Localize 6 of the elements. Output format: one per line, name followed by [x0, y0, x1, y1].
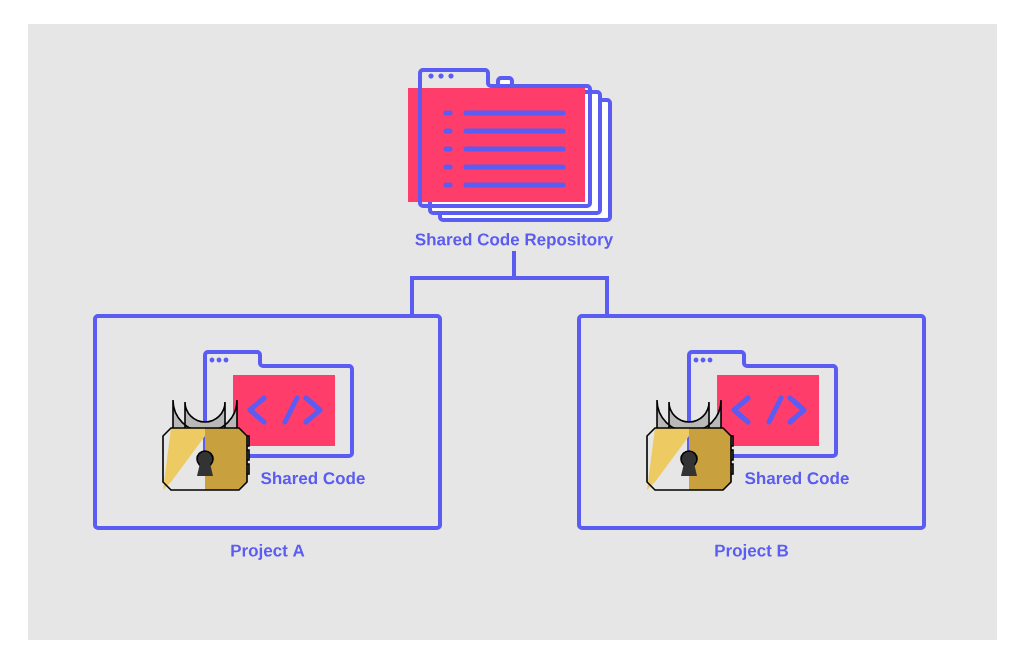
node-label: Project B — [715, 544, 789, 560]
node-label: Project A — [231, 544, 305, 560]
node-label: Shared Code — [261, 471, 365, 485]
connector-line — [512, 251, 609, 314]
node-label: Shared Code — [745, 471, 849, 485]
heading: Shared Code Repository — [415, 232, 614, 249]
